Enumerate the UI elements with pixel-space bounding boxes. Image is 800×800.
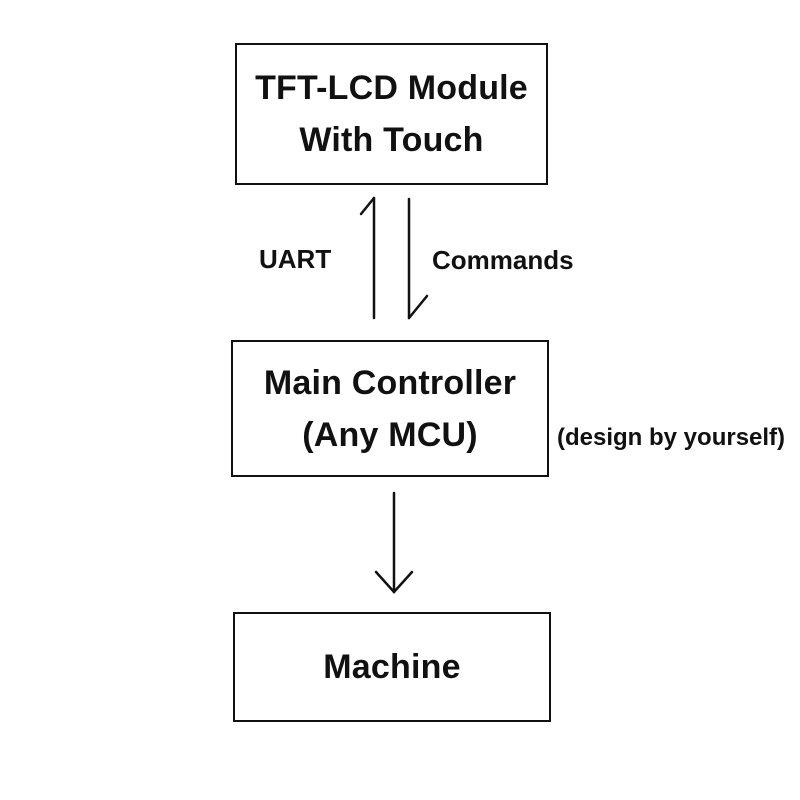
main-controller-line-2: (Any MCU) [302,415,478,454]
lcd-module-box: TFT-LCD Module With Touch [235,43,548,185]
machine-line-1: Machine [323,648,461,686]
lcd-module-line-1: TFT-LCD Module [255,69,528,107]
commands-arrow [407,197,429,320]
lcd-module-line-2: With Touch [299,121,484,159]
machine-arrow [374,491,414,594]
controller-note-label: (design by yourself) [557,424,786,451]
main-controller-box: Main Controller (Any MCU) [231,340,549,477]
main-controller-line-1: Main Controller [263,363,517,402]
machine-box: Machine [233,612,551,722]
uart-label: UART [259,244,332,274]
uart-arrow [359,196,376,320]
commands-label: Commands [432,245,574,275]
